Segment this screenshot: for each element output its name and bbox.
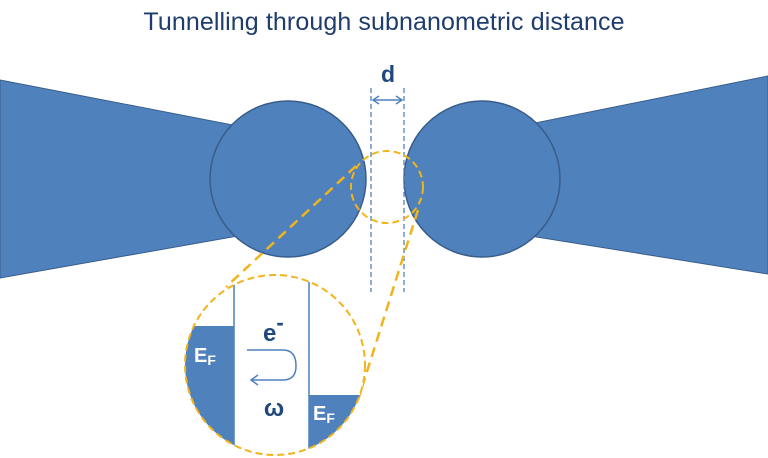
right-electrode bbox=[403, 75, 768, 275]
photon-frequency-label: ω bbox=[264, 395, 284, 422]
zoom-inset-border bbox=[184, 274, 366, 456]
gap-label: d bbox=[381, 61, 395, 87]
zoom-inset: EF EF e- ω bbox=[184, 274, 366, 456]
gap-highlight-circle bbox=[350, 150, 424, 224]
left-nanosphere bbox=[209, 100, 367, 258]
fermi-level-right: EF bbox=[313, 403, 335, 426]
gap-arrowhead-right bbox=[395, 95, 404, 105]
fermi-level-left: EF bbox=[194, 345, 216, 368]
left-taper bbox=[0, 79, 239, 279]
tunnelling-loop-arrow bbox=[247, 349, 297, 381]
diagram-title: Tunnelling through subnanometric distanc… bbox=[143, 8, 625, 36]
right-taper bbox=[529, 75, 768, 275]
zoom-connector-right bbox=[356, 209, 420, 401]
left-electrode bbox=[0, 79, 367, 279]
gap-arrowhead-left bbox=[371, 95, 380, 105]
right-nanosphere bbox=[403, 100, 561, 258]
electron-label: e- bbox=[263, 310, 284, 347]
gap-dimension: d bbox=[370, 61, 405, 292]
zoom-connector-left bbox=[225, 165, 357, 288]
tunnelling-loop-arrowhead bbox=[249, 374, 259, 386]
